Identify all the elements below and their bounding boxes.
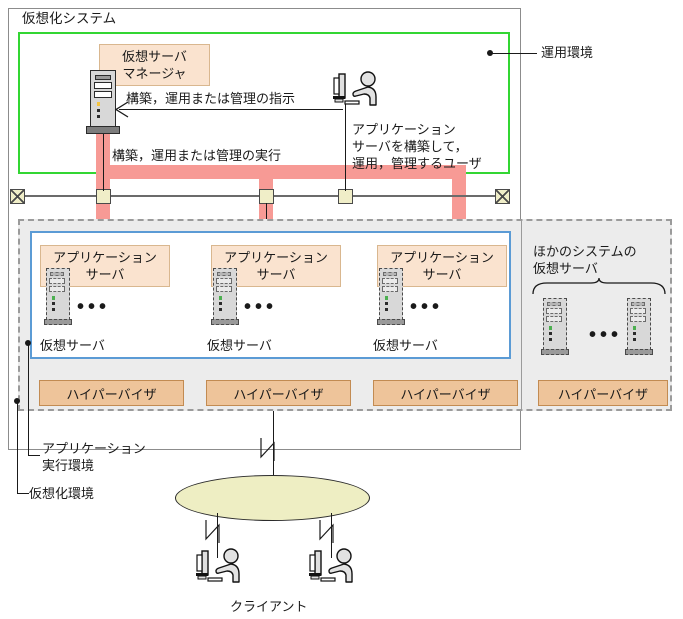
hypervisor-box-other-system: ハイパーバイザ [538,380,668,406]
hypervisor-label-2: ハイパーバイザ [233,386,324,402]
client-link-zigzag-icon-2 [319,520,334,543]
admin-user-label-line2: サーバを構築して， [352,139,468,154]
other-system-brace-icon [532,278,666,295]
admin-user-icon [333,71,377,106]
client-link-line-1 [217,513,218,558]
other-system-virtual-server-icon-1 [541,298,569,358]
client-link-line-2 [331,513,332,558]
execution-label: 構築，運用または管理の実行 [112,148,282,163]
hypervisor-box-2: ハイパーバイザ [206,380,351,406]
app-server-1-ellipsis: ••• [77,296,111,318]
virtual-server-label-3: 仮想サーバ [373,338,438,353]
virtual-server-tower-icon-3 [377,268,405,328]
app-server-2-ellipsis: ••• [244,296,278,318]
network-uplink-zigzag-icon [260,438,275,461]
hypervisor-box-1: ハイパーバイザ [39,380,184,406]
system-boundary-divider [521,219,522,411]
bus-node-2 [259,189,274,204]
other-system-label-line2: 仮想サーバ [533,261,598,276]
instruction-arrow-line [119,109,343,110]
hypervisor-label-3: ハイパーバイザ [400,386,491,402]
virtual-server-label-1: 仮想サーバ [40,338,105,353]
app-exec-env-label-line1: アプリケーション [42,441,146,456]
other-system-virtual-server-icon-2 [625,298,653,358]
vsm-label-line1: 仮想サーバ [122,49,187,64]
bus-node-3 [338,189,353,204]
app-server-2-line2: サーバ [256,267,296,282]
hypervisor-label-other: ハイパーバイザ [557,386,649,402]
virtualization-system-title: 仮想化システム [22,11,117,26]
app-server-3-line2: サーバ [422,267,462,282]
virtual-server-tower-icon-1 [44,268,72,328]
flow-arrow-branch-3-upper [452,179,466,203]
bus-node-1 [96,189,111,204]
app-exec-env-leader-vline [28,343,29,455]
app-server-1-line2: サーバ [85,267,125,282]
app-exec-env-label-line2: 実行環境 [42,458,95,473]
virtualization-env-label: 仮想化環境 [29,486,95,501]
other-system-label-line1: ほかのシステムの [533,244,637,259]
client-user-icon-2 [309,548,353,583]
app-server-1-line1: アプリケーション [53,250,157,265]
instruction-label: 構築，運用または管理の指示 [126,91,296,106]
bus-terminator-left-icon [10,189,25,204]
hypervisor-label-1: ハイパーバイザ [66,386,157,402]
admin-user-bus-link [345,104,346,191]
operation-env-leader-line [490,53,537,54]
app-server-2-line1: アプリケーション [224,250,328,265]
virtualization-env-leader-vline [17,401,18,493]
client-link-zigzag-icon-1 [205,520,220,543]
admin-user-label-line1: アプリケーション [352,122,456,137]
virtual-server-manager-tower-icon [86,70,120,135]
client-label: クライアント [230,599,308,614]
virtual-server-label-2: 仮想サーバ [207,338,272,353]
vsm-label-line2: マネージャ [122,66,187,81]
app-server-3-ellipsis: ••• [410,296,444,318]
virtualization-env-leader-hline [17,493,29,494]
virtual-server-manager-box: 仮想サーバ マネージャ [99,44,210,86]
other-system-ellipsis: ••• [589,324,623,346]
client-user-icon-1 [196,548,240,583]
hypervisor-box-3: ハイパーバイザ [373,380,518,406]
bus-terminator-right-icon [495,189,510,204]
app-server-3-line1: アプリケーション [390,250,494,265]
virtual-server-tower-icon-2 [211,268,239,328]
app-exec-env-leader-hline [28,455,40,456]
manager-bus-link [103,105,104,191]
network-cloud [175,475,370,521]
flow-arrow-trunk-horizontal [96,165,466,179]
instruction-arrow-head-icon [114,101,129,118]
admin-user-label-line3: 運用，管理するユーザ [352,156,482,171]
operation-environment-label: 運用環境 [541,45,594,60]
